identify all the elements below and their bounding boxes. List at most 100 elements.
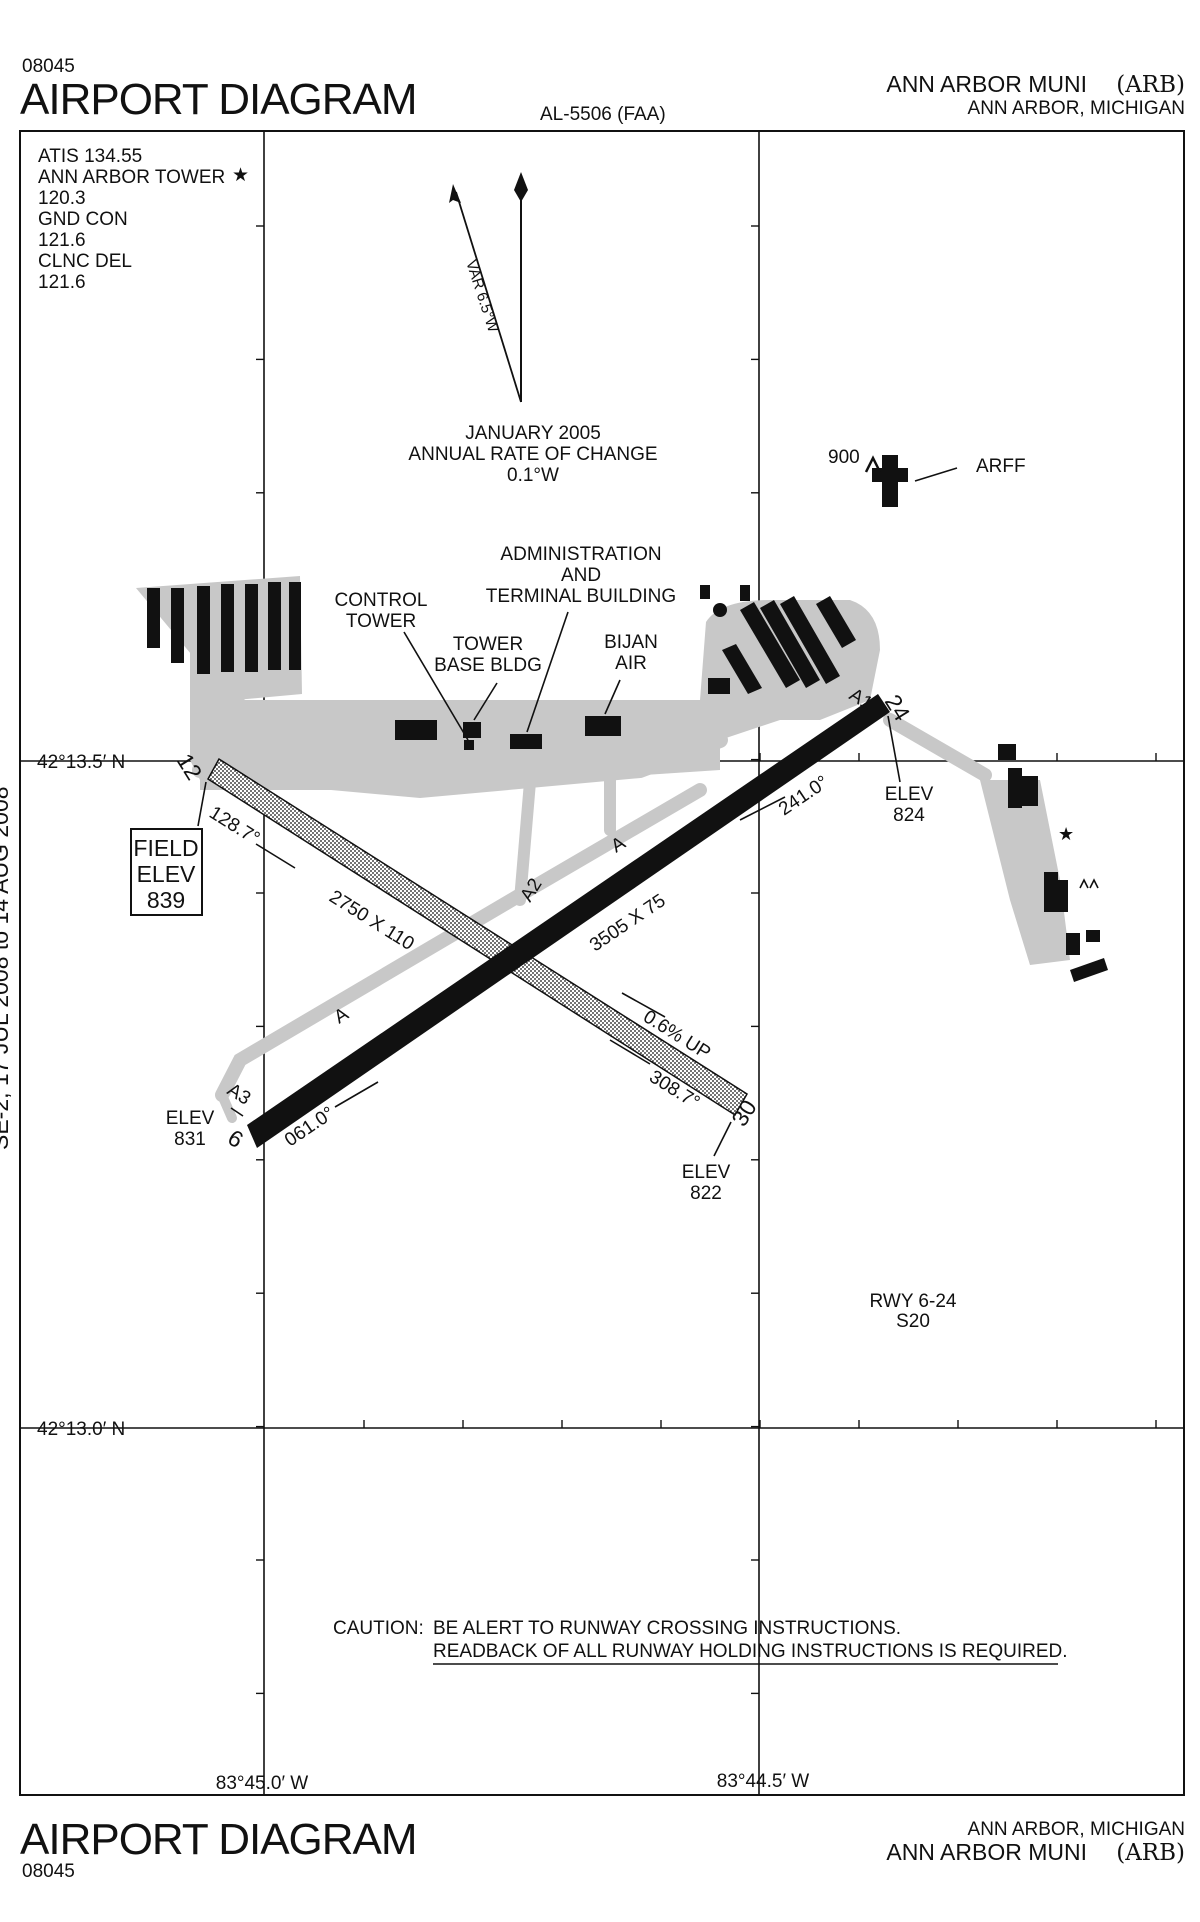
tower-freq: 120.3 (38, 188, 86, 209)
taxiway-a (215, 783, 707, 1102)
east-hangar (760, 600, 820, 688)
tower-part-time-star: ★ (232, 165, 249, 186)
east-hangar (722, 644, 762, 694)
tower-base-leader (473, 682, 498, 721)
footer-title: AIRPORT DIAGRAM (20, 1815, 417, 1864)
variation-label: VAR 6.5°W (462, 258, 502, 335)
taxiway-a-south-label: A (331, 1004, 353, 1029)
caution-note: CAUTION: BE ALERT TO RUNWAY CROSSING INS… (333, 1618, 1068, 1665)
far-east-apron (980, 780, 1070, 965)
tiedown-row (268, 582, 281, 670)
longitude-east-label: 83°44.5′ W (717, 1771, 810, 1792)
elev-822-label: ELEV (682, 1162, 731, 1183)
tiedown-row (245, 584, 258, 672)
footer: AIRPORT DIAGRAM 08045 ANN ARBOR, MICHIGA… (20, 1815, 1185, 1882)
east-hangar (708, 678, 730, 694)
hdg-061-arrow (334, 1081, 379, 1108)
far-east-hangar (1050, 880, 1068, 912)
obstacle-elev-label: 900 (828, 447, 860, 468)
runway-strength-value: S20 (896, 1311, 930, 1332)
hdg-308-arrow (609, 1039, 651, 1065)
footer-airport-code: (ARB) (1116, 1840, 1185, 1866)
hdg-241-arrow (739, 796, 786, 821)
control-tower-leader (403, 631, 469, 741)
field-elev-leader (197, 781, 207, 827)
field-elevation-box: FIELD ELEV 839 (130, 828, 203, 916)
tiedown-row (147, 588, 160, 648)
tower-base-building (463, 722, 481, 738)
frame-border (19, 130, 1185, 1796)
grid-ticks (256, 225, 1157, 1695)
hangar-building (395, 720, 437, 740)
magnetic-north-icon (449, 184, 461, 203)
elev-831-label: ELEV (166, 1108, 215, 1129)
east-hangar (713, 603, 727, 617)
true-north-icon (514, 172, 528, 202)
caution-line-1: BE ALERT TO RUNWAY CROSSING INSTRUCTIONS… (433, 1618, 901, 1639)
runway-6-24 (247, 694, 890, 1148)
elev-822-value: 822 (690, 1183, 722, 1204)
taxiway-a3 (217, 1090, 237, 1123)
magnetic-north-line (455, 191, 522, 403)
far-east-buildings (998, 744, 1108, 982)
far-east-hangar (1066, 933, 1080, 955)
tiedown-row (289, 582, 301, 670)
ground-name: GND CON (38, 209, 128, 230)
symbols: ★ (864, 455, 1099, 889)
field-elev-label-1: FIELD (133, 835, 198, 861)
elev-824-label: ELEV (885, 784, 934, 805)
tower-base-label-1: TOWER (453, 634, 523, 655)
chart-title: AIRPORT DIAGRAM (20, 75, 417, 124)
chart-id: AL-5506 (FAA) (540, 104, 666, 125)
elevation-labels: ELEV 824 ELEV 831 ELEV 822 (166, 784, 934, 1204)
elev-822-leader (713, 1121, 732, 1157)
beacon-star-icon: ★ (1058, 824, 1074, 844)
variation-rate-value: 0.1°W (507, 465, 559, 486)
effective-date-side-text: SE-2, 17 JUL 2008 to 14 AUG 2008 (0, 786, 13, 1150)
bijan-label-1: BIJAN (604, 632, 658, 653)
elev-831-leader (230, 1107, 244, 1117)
far-east-hangar (1016, 776, 1038, 806)
clearance-name: CLNC DEL (38, 251, 132, 272)
atis-freq: ATIS 134.55 (38, 146, 142, 167)
bijan-air-building (585, 716, 621, 736)
arff-building-wing (872, 468, 908, 482)
tiedown-row (197, 586, 210, 674)
bijan-label-2: AIR (615, 653, 647, 674)
far-east-taxiway (883, 713, 992, 782)
frequency-block: ATIS 134.55 ANN ARBOR TOWER ★ 120.3 GND … (38, 146, 249, 293)
latitude-south-label: 42°13.0′ N (37, 1419, 125, 1440)
far-east-hangar (1086, 930, 1100, 942)
elev-824-value: 824 (893, 805, 925, 826)
arff-label: ARFF (976, 456, 1026, 477)
variation-rate-title: ANNUAL RATE OF CHANGE (408, 444, 657, 465)
control-tower (464, 740, 474, 750)
hdg-128-arrow (255, 843, 296, 869)
buildings (147, 455, 1108, 982)
tiedown-row (221, 584, 234, 672)
caution-line-2: READBACK OF ALL RUNWAY HOLDING INSTRUCTI… (433, 1641, 1068, 1662)
admin-label-1: ADMINISTRATION (500, 544, 661, 565)
east-hangar (700, 585, 710, 599)
control-tower-label-2: TOWER (346, 611, 416, 632)
footer-location: ANN ARBOR, MICHIGAN (968, 1819, 1185, 1840)
far-east-hangar (998, 744, 1016, 760)
leader-lines (197, 467, 958, 1157)
runway-12-30 (207, 757, 749, 1117)
field-elev-value: 839 (147, 887, 185, 913)
ground-freq: 121.6 (38, 230, 86, 251)
west-tiedown-rows (147, 582, 301, 674)
variation-date: JANUARY 2005 (465, 423, 601, 444)
runway-6-label: 6 (223, 1124, 248, 1153)
admin-label-2: AND (561, 565, 601, 586)
footer-airport-name: ANN ARBOR MUNI (886, 1839, 1087, 1865)
header: 08045 AIRPORT DIAGRAM AL-5506 (FAA) ANN … (20, 56, 1185, 125)
control-tower-label-1: CONTROL (335, 590, 428, 611)
runway-strength-label: RWY 6-24 (870, 1291, 957, 1312)
footer-chart-number: 08045 (22, 1861, 75, 1882)
obstacle-pair-icon (1079, 878, 1099, 889)
facility-labels: CONTROL TOWER TOWER BASE BLDG ADMINISTRA… (335, 447, 1026, 676)
airport-code: (ARB) (1116, 72, 1185, 98)
north-arrow: VAR 6.5°W JANUARY 2005 ANNUAL RATE OF CH… (408, 172, 658, 486)
